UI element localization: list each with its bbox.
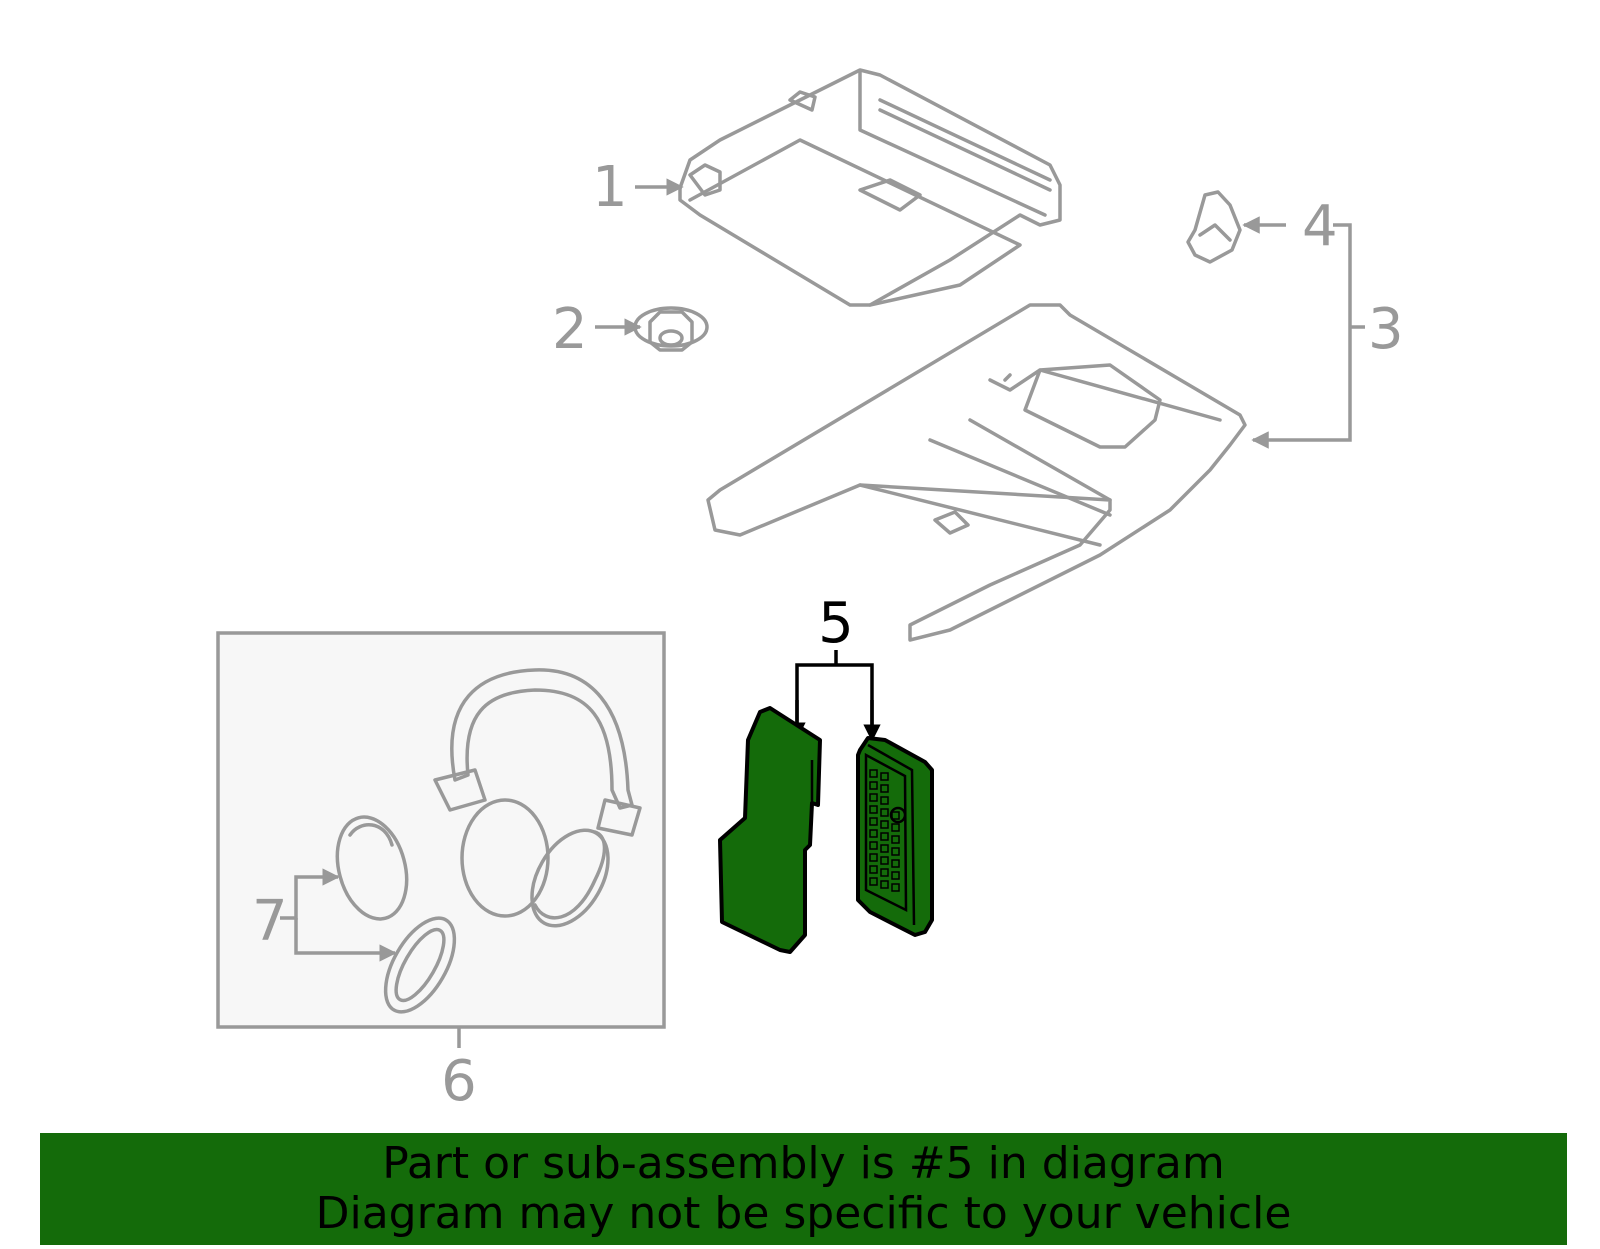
remote-key xyxy=(869,805,878,814)
remote-key xyxy=(891,847,900,856)
callout-1[interactable]: 1 xyxy=(592,155,628,220)
remote-key xyxy=(869,817,878,826)
remote-key xyxy=(880,844,889,853)
remote-key xyxy=(869,853,878,862)
callout-5[interactable]: 5 xyxy=(818,591,854,656)
part-2-clip-nut[interactable] xyxy=(633,306,709,352)
remote-key xyxy=(869,877,878,886)
remote-key xyxy=(891,871,900,880)
remote-key xyxy=(880,796,889,805)
remote-key xyxy=(891,859,900,868)
remote-key xyxy=(891,883,900,892)
leader-7a xyxy=(280,868,340,920)
remote-key xyxy=(869,769,878,778)
remote-key xyxy=(880,868,889,877)
remote-key xyxy=(880,832,889,841)
remote-key xyxy=(880,808,889,817)
remote-key xyxy=(880,856,889,865)
part-1-dvd-player[interactable] xyxy=(678,68,1062,307)
leader-7b xyxy=(294,918,397,962)
remote-key xyxy=(869,841,878,850)
leader-5-bracket xyxy=(795,663,874,738)
remote-key xyxy=(880,772,889,781)
part-7-ear-pads[interactable] xyxy=(327,809,469,1023)
part-5-remote-holder[interactable] xyxy=(718,706,822,954)
part-5-remote-control[interactable] xyxy=(856,736,934,937)
callout-3[interactable]: 3 xyxy=(1368,297,1404,362)
part-6-headphones[interactable] xyxy=(433,668,642,939)
part-3-trim-panel[interactable] xyxy=(706,303,1247,642)
remote-dpad xyxy=(889,806,907,824)
remote-key xyxy=(880,820,889,829)
banner-line-1: Part or sub-assembly is #5 in diagram xyxy=(382,1138,1225,1189)
callout-7[interactable]: 7 xyxy=(252,889,288,954)
banner-line-2: Diagram may not be specific to your vehi… xyxy=(315,1188,1292,1239)
info-banner: Part or sub-assembly is #5 in diagram Di… xyxy=(40,1133,1567,1245)
remote-key xyxy=(869,781,878,790)
remote-key xyxy=(869,865,878,874)
callout-6[interactable]: 6 xyxy=(441,1049,477,1114)
leader-3 xyxy=(1251,223,1352,449)
remote-key xyxy=(880,880,889,889)
remote-key xyxy=(880,784,889,793)
part-4-clip[interactable] xyxy=(1186,190,1242,264)
remote-key xyxy=(869,793,878,802)
remote-key xyxy=(891,835,900,844)
callout-4[interactable]: 4 xyxy=(1302,194,1338,259)
remote-key xyxy=(869,829,878,838)
remote-buttons xyxy=(869,769,900,892)
callout-2[interactable]: 2 xyxy=(552,297,588,362)
remote-key xyxy=(891,823,900,832)
